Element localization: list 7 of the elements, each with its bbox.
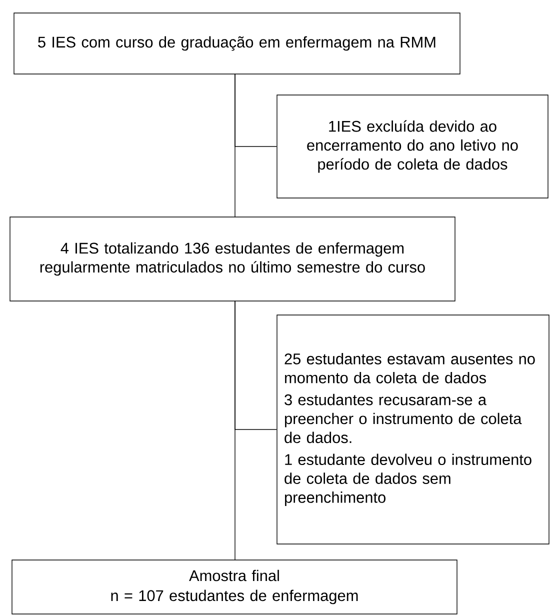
connector-line xyxy=(234,300,277,430)
result-box: Amostra final n = 107 estudantes de enfermagem xyxy=(12,560,458,614)
flow-box: 4 IES totalizando 136 estudantes de enfermagem regularmente matriculados no último semestre do curso xyxy=(10,216,456,302)
connector-line xyxy=(234,74,277,147)
flow-box: 5 IES com curso de graduação em enfermagem na RMM xyxy=(14,12,460,74)
exclusion-box: 25 estudantes estavam ausentes no momento da coleta de dados 3 estudantes recusaram-se a preencher o instrumento de coleta de dados. 1 estudante devolveu o instrumento de coleta de dados sem preenchimento xyxy=(276,314,550,544)
flow-box: 1IES excluída devido ao encerramento do ano letivo no período de coleta de dados xyxy=(276,94,548,198)
